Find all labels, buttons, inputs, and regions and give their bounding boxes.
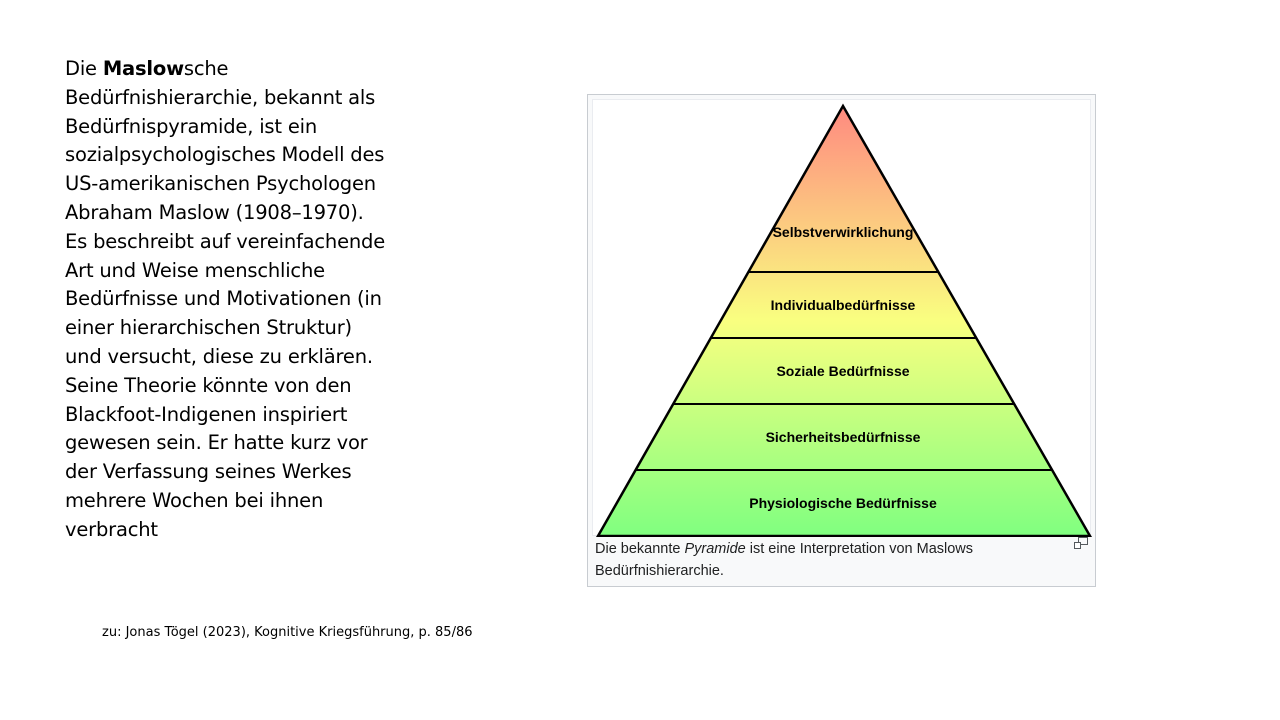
pyramid-shape	[595, 103, 1092, 537]
level-label: Soziale Bedürfnisse	[776, 363, 909, 379]
figure-caption: Die bekannte Pyramide ist eine Interpret…	[595, 539, 1035, 582]
enlarge-icon[interactable]	[1074, 537, 1088, 549]
body-text: Die Maslowsche Bedürfnishierarchie, beka…	[65, 55, 385, 545]
body-text-bold: Maslow	[102, 57, 184, 80]
body-text-rest: sche Bedürfnishierarchie, bekannt als Be…	[65, 57, 386, 541]
citation: zu: Jonas Tögel (2023), Kognitive Kriegs…	[102, 625, 473, 640]
level-label: Selbstverwirklichung	[773, 224, 914, 240]
caption-after: ist eine Interpretation von Maslows Bedü…	[595, 541, 974, 579]
caption-italic: Pyramide	[684, 541, 746, 557]
body-text-prefix: Die	[65, 57, 103, 80]
pyramid-diagram: SelbstverwirklichungIndividualbedürfniss…	[595, 103, 1092, 537]
level-label: Physiologische Bedürfnisse	[749, 495, 937, 511]
caption-before: Die bekannte	[595, 541, 685, 557]
level-label: Sicherheitsbedürfnisse	[766, 429, 921, 445]
level-label: Individualbedürfnisse	[771, 297, 916, 313]
